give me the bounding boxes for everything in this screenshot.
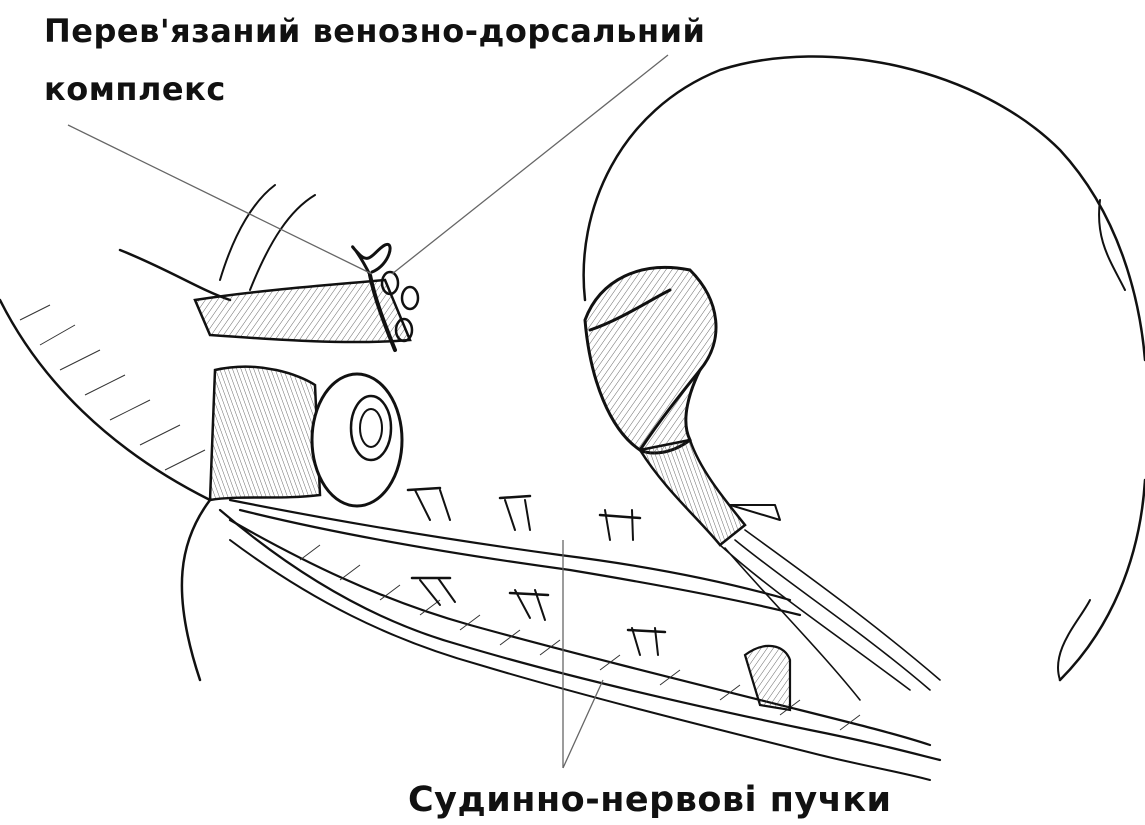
- ligated-dorsal-venous-complex: [195, 244, 418, 350]
- pubic-arch: [0, 300, 210, 500]
- bladder-neck: [585, 267, 716, 453]
- neurovascular-bundles: [220, 488, 940, 780]
- leader-ligated-complex-2: [392, 55, 668, 274]
- urethral-stump: [210, 367, 402, 506]
- leader-ligated-complex-1: [68, 125, 372, 274]
- urethra-stump: [640, 440, 745, 545]
